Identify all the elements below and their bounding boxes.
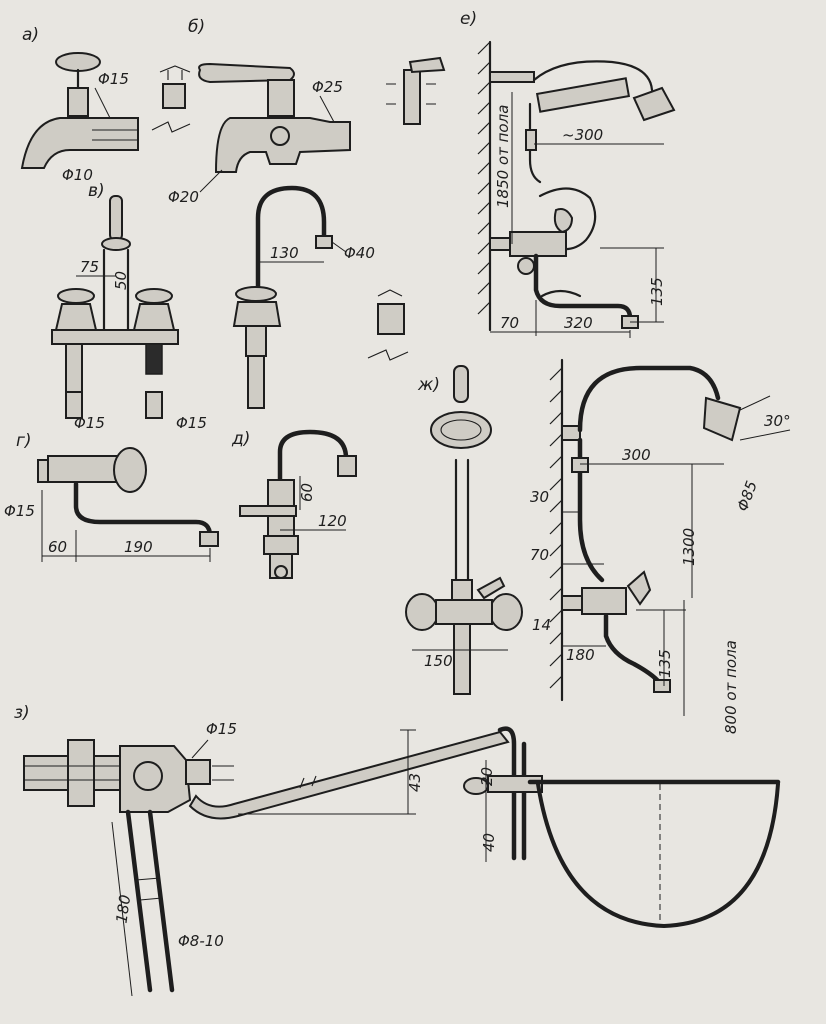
dim-b-d25: Φ25 bbox=[312, 78, 343, 96]
dim-v-50: 50 bbox=[112, 271, 130, 290]
dim-zh-300: 300 bbox=[622, 446, 651, 464]
dim-e-height: 1850 от пола bbox=[494, 105, 512, 208]
tap-b-lever bbox=[198, 62, 295, 84]
dim-v-d15-left: Φ15 bbox=[74, 414, 105, 432]
shower-e-handset bbox=[535, 77, 631, 113]
dim-zh-30: 30 bbox=[530, 488, 549, 506]
dim-zh-135: 135 bbox=[656, 649, 674, 678]
dim-g-190: 190 bbox=[124, 538, 153, 556]
dim-zh-70: 70 bbox=[530, 546, 549, 564]
basin-bowl bbox=[536, 782, 780, 928]
dim-z-d15: Φ15 bbox=[206, 720, 237, 738]
tap-g-handwheel bbox=[113, 447, 147, 493]
dim-v-75: 75 bbox=[80, 258, 99, 276]
tap-b-body bbox=[267, 79, 295, 117]
figure-a-bib-tap: а) Φ15 Φ10 bbox=[20, 25, 139, 184]
dim-v-d15-right: Φ15 bbox=[176, 414, 207, 432]
dim-d-120: 120 bbox=[318, 512, 347, 530]
dim-zh-height: 800 от пола bbox=[722, 640, 740, 734]
dim-z-43: 43 bbox=[406, 773, 424, 792]
tap-g-body bbox=[47, 455, 121, 483]
mixer-zh-body bbox=[581, 587, 627, 615]
dim-v-130: 130 bbox=[270, 244, 299, 262]
label-b: б) bbox=[188, 17, 205, 37]
figure-g-wall-spout: г) Φ15 60 190 bbox=[4, 431, 219, 562]
mixer-e-body bbox=[509, 231, 567, 257]
dim-zh-1300: 1300 bbox=[680, 528, 698, 566]
dim-a-d10: Φ10 bbox=[62, 166, 93, 184]
figure-e-bath-mixer: е) 1850 от пола ~300 bbox=[460, 9, 676, 338]
dim-e-70: 70 bbox=[500, 314, 519, 332]
dim-e-135: 135 bbox=[648, 277, 666, 306]
label-g: г) bbox=[16, 431, 32, 451]
mixer-v-deck-plate bbox=[51, 329, 179, 345]
shower-zh-valve-left bbox=[405, 593, 439, 631]
dim-b-d20: Φ20 bbox=[168, 188, 199, 206]
dim-z-180: 180 bbox=[112, 894, 134, 925]
dim-g-60: 60 bbox=[48, 538, 67, 556]
shower-zh-head-front bbox=[430, 411, 492, 449]
dim-zh-14: 14 bbox=[532, 616, 551, 634]
label-zh: ж) bbox=[417, 375, 440, 395]
figure-z-basin-assembly: з) 180 Φ8-10 Φ15 43 20 40 bbox=[14, 703, 781, 997]
label-a: а) bbox=[22, 25, 39, 45]
dim-z-20: 20 bbox=[478, 767, 496, 786]
figure-zh-shower: ж) 150 bbox=[405, 358, 791, 734]
dim-e-300: ~300 bbox=[562, 126, 603, 144]
dim-zh-30deg: 30° bbox=[764, 412, 791, 430]
dim-z-d8-10: Φ8-10 bbox=[178, 932, 224, 950]
tap-d-lever bbox=[239, 505, 297, 517]
tap-a-body bbox=[67, 87, 89, 117]
shower-zh-valve-right bbox=[489, 593, 523, 631]
label-e: е) bbox=[460, 9, 477, 29]
dim-e-320: 320 bbox=[564, 314, 593, 332]
shower-zh-head-side bbox=[702, 396, 742, 442]
label-v: в) bbox=[88, 181, 105, 201]
dim-g-d15: Φ15 bbox=[4, 502, 35, 520]
label-z: з) bbox=[14, 703, 30, 723]
dim-zh-150: 150 bbox=[424, 652, 453, 670]
dim-d-60: 60 bbox=[298, 483, 316, 502]
figure-d-gooseneck: д) 60 120 bbox=[231, 429, 357, 579]
tap-a-handwheel bbox=[55, 52, 101, 72]
figure-v-deck-mixer: в) 75 50 Φ15 Φ15 130 Φ40 bbox=[51, 181, 409, 432]
tap-a-spout bbox=[20, 117, 139, 169]
label-d: д) bbox=[231, 429, 250, 449]
dim-zh-180: 180 bbox=[566, 646, 595, 664]
dim-z-40: 40 bbox=[480, 833, 498, 852]
figure-b-wall-tap: б) Φ25 Φ20 bbox=[151, 17, 446, 206]
dim-a-d15: Φ15 bbox=[98, 70, 129, 88]
dim-zh-d85: Φ85 bbox=[733, 478, 760, 513]
dim-v-d40: Φ40 bbox=[344, 244, 375, 262]
